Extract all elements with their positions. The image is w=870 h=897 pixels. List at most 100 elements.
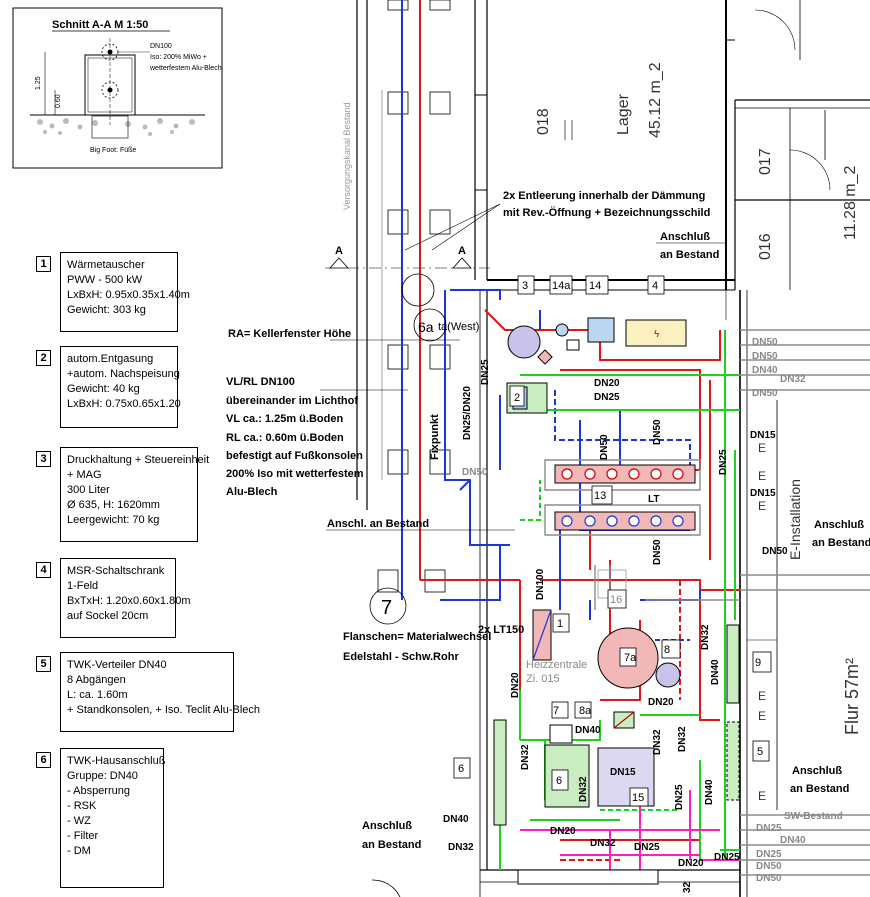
room-018-name: Lager — [615, 93, 632, 135]
room-018-area: 45.12 m_2 — [647, 62, 664, 138]
legend-line: - RSK — [67, 800, 97, 812]
tag-16: 16 — [610, 594, 622, 606]
sw-bestand-label: SW-Bestand — [784, 811, 843, 822]
dn32-label: DN32 — [700, 624, 711, 650]
cold-water-pipes — [499, 330, 740, 870]
dn32-label: DN32 — [677, 726, 688, 752]
legend-line: TWK-Verteiler DN40 — [67, 659, 167, 671]
vlrl-note-2: übereinander im Lichthof — [226, 395, 358, 407]
section-mark-right: A — [458, 245, 466, 257]
section-dim-2: 0.60 — [55, 94, 62, 108]
vlrl-note-4: RL ca.: 0.60m ü.Boden — [226, 432, 344, 444]
anschl-bestand-left: Anschl. an Bestand — [327, 518, 429, 530]
anschluss-top-1: Anschluß — [660, 231, 710, 243]
equipment-14a — [555, 323, 569, 337]
vlrl-note-1: VL/RL DN100 — [226, 376, 295, 388]
dn40-label: DN40 — [704, 779, 715, 805]
tag-12: 9 — [755, 657, 761, 669]
dn50-label-grey: DN50 — [752, 351, 778, 362]
equipment-tags — [453, 275, 772, 807]
legend-line: 1-Feld — [67, 580, 99, 592]
legend-line: Gewicht: 303 kg — [67, 304, 146, 316]
legend-item-2: autom.Entgasung +autom. Nachspeisung Gew… — [60, 346, 181, 428]
dn25-label-grey: DN25 — [756, 823, 782, 834]
section-title: Schnitt A-A M 1:50 — [52, 19, 148, 31]
tag-5: 5 — [757, 746, 763, 758]
room-017-number: 017 — [757, 148, 774, 175]
legend-line: - Absperrung — [67, 785, 130, 797]
dn25dn20-label: DN25/DN20 — [462, 386, 473, 440]
equipment-8a — [655, 662, 681, 688]
legend-line: PWW - 500 kW — [67, 274, 143, 286]
room-016-number: 016 — [757, 233, 774, 260]
legend-item-1: Wärmetauscher PWW - 500 kW LxBxH: 0.95x0… — [60, 252, 190, 332]
tag-2: 2 — [514, 392, 520, 404]
lt-label: LT — [648, 494, 659, 505]
dn25-label: DN25 — [714, 852, 740, 863]
marker-7: 7 — [381, 597, 392, 619]
tag-14: 14 — [589, 280, 601, 292]
vlrl-note-7: Alu-Blech — [226, 486, 278, 498]
legend-num-2: 2 — [36, 350, 51, 366]
dn40-label-grey: DN40 — [780, 835, 806, 846]
section-foot-label: Big Foot: Füße — [90, 147, 136, 154]
annotations: 2x Entleerung innerhalb der Dämmung mit … — [226, 102, 870, 851]
heizzentrale-label: Heizzentrale — [526, 659, 587, 671]
dn50-label-grey: DN50 — [756, 873, 782, 884]
legend-line: + Standkonsolen, + Iso. Teclit Alu-Blech — [67, 704, 261, 716]
tag-3: 3 — [522, 280, 528, 292]
legend-item-6: TWK-Hausanschluß Gruppe: DN40 - Absperru… — [60, 748, 166, 888]
equipment-12-distributor — [726, 624, 740, 704]
tag-15: 15 — [632, 792, 644, 804]
legend-line: LxBxH: 0.95x0.35x1.40m — [67, 289, 190, 301]
legend-num-1: 1 — [36, 256, 51, 272]
dn25-label: DN25 — [594, 392, 620, 403]
tag-7a: 7 — [553, 705, 559, 717]
dn32-label: DN32 — [590, 838, 616, 849]
dn50-label-grey: DN50 — [752, 388, 778, 399]
pipe-size-labels: DN20 DN25 DN25 DN25/DN20 DN50 DN50 DN50 … — [443, 337, 843, 893]
legend-line: + MAG — [67, 469, 102, 481]
svg-text:E: E — [758, 499, 766, 513]
dn40-label: DN40 — [443, 814, 469, 825]
legend-line: Gewicht: 40 kg — [67, 383, 140, 395]
legend-item-3: Druckhaltung + Steuereinheit + MAG 300 L… — [60, 447, 209, 542]
section-pipe-note-2: Iso: 200% MiWo + — [150, 54, 207, 61]
dn32-label: DN32 — [520, 744, 531, 770]
dn20-label: DN20 — [678, 858, 704, 869]
dn20-label: DN20 — [594, 378, 620, 389]
vlrl-note-3: VL ca.: 1.25m ü.Boden — [226, 413, 343, 425]
dn25-label: DN25 — [480, 359, 491, 385]
anschluss-right1-2: an Bestand — [812, 537, 870, 549]
section-dim-1: 1.25 — [35, 76, 42, 90]
equipment-3-expansion-vessel — [507, 325, 541, 359]
dn15-label: DN15 — [750, 488, 776, 499]
dn50-label-grey: DN50 — [756, 861, 782, 872]
tag-9: 8a — [579, 705, 592, 717]
legend-line: TWK-Hausanschluß — [67, 755, 166, 767]
dn40-label-grey: DN40 — [752, 365, 778, 376]
building-walls — [356, 0, 870, 897]
legend-num-4: 4 — [36, 562, 51, 578]
dn50-label: DN50 — [652, 419, 663, 445]
tag-6: 6 — [458, 763, 464, 775]
flanschen-note-1: Flanschen= Materialwechsel — [343, 631, 491, 643]
room-flur: Flur 57m² — [842, 658, 862, 735]
svg-text:E: E — [758, 709, 766, 723]
legend-line: - DM — [67, 845, 91, 857]
legend-line: BxTxH: 1.20x0.60x1.80m — [67, 595, 191, 607]
room-018-number: 018 — [535, 108, 552, 135]
legend-line: Ø 635, H: 1620mm — [67, 499, 160, 511]
dn20-label: DN20 — [648, 697, 674, 708]
dn32-label: DN32 — [652, 729, 663, 755]
ta-west-label: ta(West) — [438, 321, 479, 333]
marker-6a: 6a — [418, 319, 434, 335]
svg-text:E: E — [758, 469, 766, 483]
legend-num-6: 6 — [36, 752, 51, 768]
dn25-label: DN25 — [634, 842, 660, 853]
anschluss-bottom-2: an Bestand — [362, 839, 421, 851]
equipment-4-control-cabinet — [625, 319, 687, 347]
tag-8a: 8 — [664, 644, 670, 656]
svg-text:E: E — [758, 689, 766, 703]
equipment-5-twk-distributor — [726, 721, 740, 801]
